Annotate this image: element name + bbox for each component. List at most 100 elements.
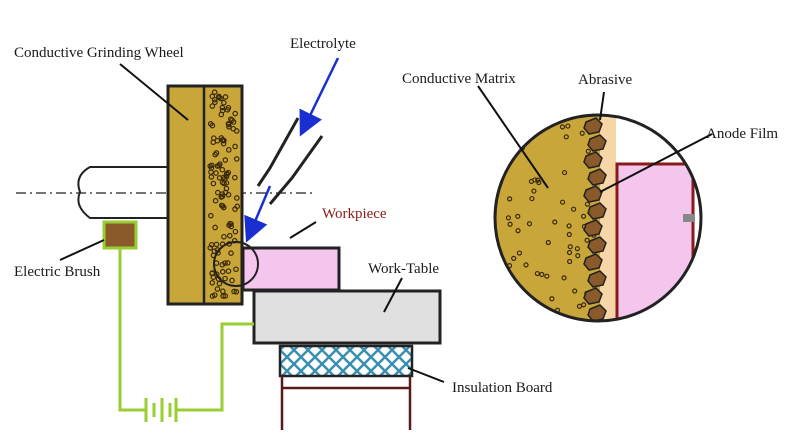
electrolyte-arrow-out (244, 185, 272, 243)
matrix-dot (545, 239, 551, 246)
grain-dot (221, 99, 227, 106)
matrix-dot (559, 199, 566, 205)
matrix-dot (515, 228, 521, 234)
matrix-dot (563, 134, 569, 140)
matrix-dot (574, 246, 580, 252)
matrix-dot (561, 275, 567, 281)
matrix-dot (584, 237, 590, 243)
matrix-dot (566, 223, 572, 229)
label-insulation-board: Insulation Board (452, 380, 553, 396)
grain-dot (222, 260, 228, 266)
matrix-dot (505, 215, 512, 221)
electrolyte-arrow-in (299, 57, 340, 137)
zoom-detail (493, 113, 703, 323)
grain-dot (219, 203, 226, 209)
matrix-dot (534, 270, 540, 277)
matrix-dot (507, 196, 513, 202)
grain-dot (208, 169, 214, 175)
grain-dot (229, 277, 235, 284)
matrix-dot (506, 139, 513, 145)
matrix-dot (566, 249, 573, 256)
grain-dot (234, 195, 240, 201)
battery (144, 398, 178, 422)
abrasive-grain (583, 219, 603, 237)
label-abrasive: Abrasive (578, 72, 632, 88)
matrix-dot (507, 221, 513, 227)
grain-dot (218, 135, 225, 141)
matrix-dot (567, 244, 573, 250)
abrasive-grain (583, 287, 603, 305)
matrix-dot (561, 169, 568, 176)
abrasive-grain (583, 185, 603, 203)
grain-dot (225, 268, 232, 274)
label-anode-film: Anode Film (706, 126, 778, 142)
matrix-dot (539, 271, 545, 278)
grain-dot (223, 185, 230, 192)
grain-dot (224, 106, 231, 113)
abrasive-grain (583, 117, 603, 135)
grain-dot (209, 103, 216, 109)
matrix-dot (505, 150, 511, 156)
matrix-dot (531, 188, 537, 194)
grain-dot (224, 260, 231, 266)
grain-dot (219, 166, 226, 173)
grain-dot (222, 293, 229, 299)
abrasive-grain (587, 134, 607, 152)
matrix-dot (535, 177, 541, 183)
grain-dot (218, 194, 225, 200)
grain-dot (210, 274, 217, 280)
abrasive-grain (587, 168, 607, 186)
grain-dot (212, 99, 218, 106)
grain-dot (220, 174, 227, 181)
abrasive-grain (583, 253, 603, 271)
matrix-dot (521, 132, 527, 138)
matrix-dot (552, 219, 558, 225)
label-electrolyte: Electrolyte (290, 36, 356, 52)
matrix-dot (508, 290, 515, 296)
grain-dot (233, 156, 240, 162)
matrix-dot (581, 302, 587, 308)
abrasive-grain (583, 151, 603, 169)
matrix-dot (584, 201, 591, 207)
grain-dot (216, 175, 223, 181)
grain-dot (211, 135, 217, 141)
grain-dot (231, 288, 237, 295)
stand (280, 376, 412, 430)
grain-dot (220, 140, 227, 147)
grain-dot (232, 228, 239, 235)
label-conductive-matrix: Conductive Matrix (402, 71, 516, 87)
grain-dot (223, 170, 230, 177)
grain-dot (232, 143, 238, 150)
contact-zoom-marker (213, 241, 259, 287)
matrix-dot (576, 303, 583, 309)
grain-dot (226, 123, 232, 130)
abrasive-grain (587, 236, 607, 254)
grain-dot (232, 110, 239, 117)
matrix-dot (549, 296, 555, 302)
grain-dot (212, 151, 219, 158)
matrix-dot (571, 206, 577, 212)
matrix-dot (529, 195, 535, 202)
grain-dot (208, 212, 214, 219)
grain-dot (225, 120, 232, 127)
leader-lines (59, 63, 713, 383)
grain-dot (208, 241, 215, 248)
grain-dot (219, 268, 226, 275)
matrix-dot (515, 213, 521, 219)
grain-dot (214, 163, 221, 169)
grain-dot (220, 293, 226, 299)
grain-dot (233, 288, 240, 295)
grain-dot (221, 180, 227, 187)
grain-dot (209, 122, 216, 129)
grain-dot (211, 89, 218, 95)
grain-dot (232, 174, 238, 181)
matrix-dot (585, 148, 591, 154)
grain-dot (221, 233, 227, 240)
abrasive-grain (587, 270, 607, 288)
matrix-dot (575, 253, 581, 259)
matrix-dot (572, 288, 578, 294)
matrix-dot (519, 139, 525, 145)
grain-dot (218, 111, 225, 118)
